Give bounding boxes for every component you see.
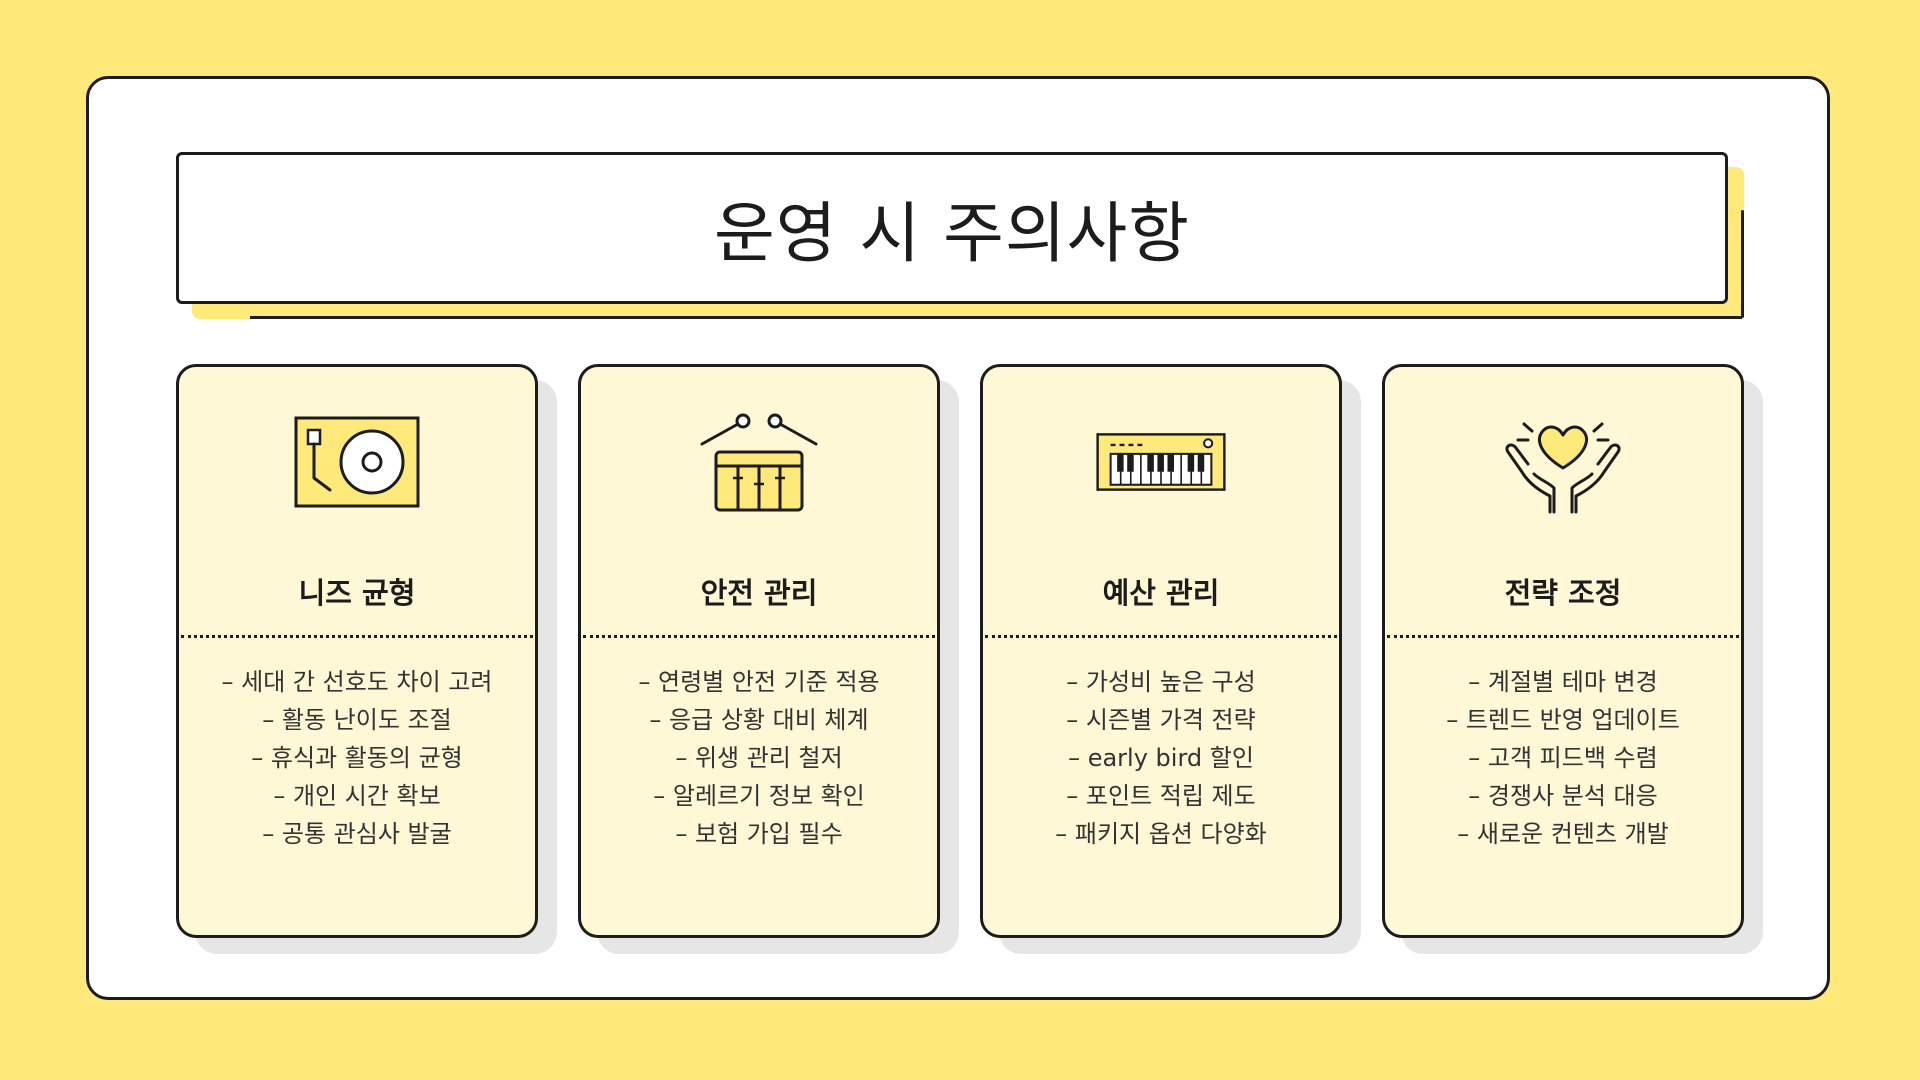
list-item: – 트렌드 반영 업데이트 <box>1446 706 1680 734</box>
card-list: – 계절별 테마 변경 – 트렌드 반영 업데이트 – 고객 피드백 수렴 – … <box>1385 663 1741 853</box>
list-item: – 시즌별 가격 전략 <box>1066 706 1256 734</box>
dotted-divider <box>985 635 1337 638</box>
card-heading: 니즈 균형 <box>298 576 416 610</box>
card-list: – 연령별 안전 기준 적용 – 응급 상황 대비 체계 – 위생 관리 철저 … <box>581 663 937 853</box>
keyboard-icon <box>1096 407 1226 517</box>
title-shadow-right-line <box>1741 210 1744 318</box>
heart-hands-icon <box>1498 407 1628 517</box>
list-item: – 공통 관심사 발굴 <box>262 820 452 848</box>
card-needs-balance: 니즈 균형 – 세대 간 선호도 차이 고려 – 활동 난이도 조절 – 휴식과… <box>176 364 538 938</box>
card-list: – 가성비 높은 구성 – 시즌별 가격 전략 – early bird 할인 … <box>983 663 1339 853</box>
card-heading: 예산 관리 <box>1102 576 1220 610</box>
list-item: – 포인트 적립 제도 <box>1066 782 1256 810</box>
dotted-divider <box>181 635 533 638</box>
list-item: – 응급 상황 대비 체계 <box>649 706 869 734</box>
card-heading: 안전 관리 <box>700 576 818 610</box>
card-list: – 세대 간 선호도 차이 고려 – 활동 난이도 조절 – 휴식과 활동의 균… <box>179 663 535 853</box>
list-item: – 경쟁사 분석 대응 <box>1468 782 1658 810</box>
list-item: – 알레르기 정보 확인 <box>653 782 865 810</box>
list-item: – early bird 할인 <box>1068 744 1254 772</box>
dotted-divider <box>1387 635 1739 638</box>
list-item: – 새로운 컨텐츠 개발 <box>1457 820 1669 848</box>
list-item: – 고객 피드백 수렴 <box>1468 744 1658 772</box>
turntable-icon <box>292 407 422 517</box>
page-title: 운영 시 주의사항 <box>714 195 1190 272</box>
card-safety-management: 안전 관리 – 연령별 안전 기준 적용 – 응급 상황 대비 체계 – 위생 … <box>578 364 940 938</box>
list-item: – 패키지 옵션 다양화 <box>1055 820 1267 848</box>
list-item: – 휴식과 활동의 균형 <box>251 744 463 772</box>
card-budget-management: 예산 관리 – 가성비 높은 구성 – 시즌별 가격 전략 – early bi… <box>980 364 1342 938</box>
title-shadow-line <box>250 316 1742 319</box>
list-item: – 계절별 테마 변경 <box>1468 668 1658 696</box>
list-item: – 위생 관리 철저 <box>675 744 843 772</box>
list-item: – 활동 난이도 조절 <box>262 706 452 734</box>
list-item: – 가성비 높은 구성 <box>1066 668 1256 696</box>
list-item: – 세대 간 선호도 차이 고려 <box>221 668 493 696</box>
card-heading: 전략 조정 <box>1504 576 1622 610</box>
dotted-divider <box>583 635 935 638</box>
card-strategy-adjustment: 전략 조정 – 계절별 테마 변경 – 트렌드 반영 업데이트 – 고객 피드백… <box>1382 364 1744 938</box>
drum-icon <box>694 407 824 517</box>
list-item: – 연령별 안전 기준 적용 <box>638 668 880 696</box>
title-box: 운영 시 주의사항 <box>176 152 1728 304</box>
list-item: – 보험 가입 필수 <box>675 820 843 848</box>
list-item: – 개인 시간 확보 <box>273 782 441 810</box>
